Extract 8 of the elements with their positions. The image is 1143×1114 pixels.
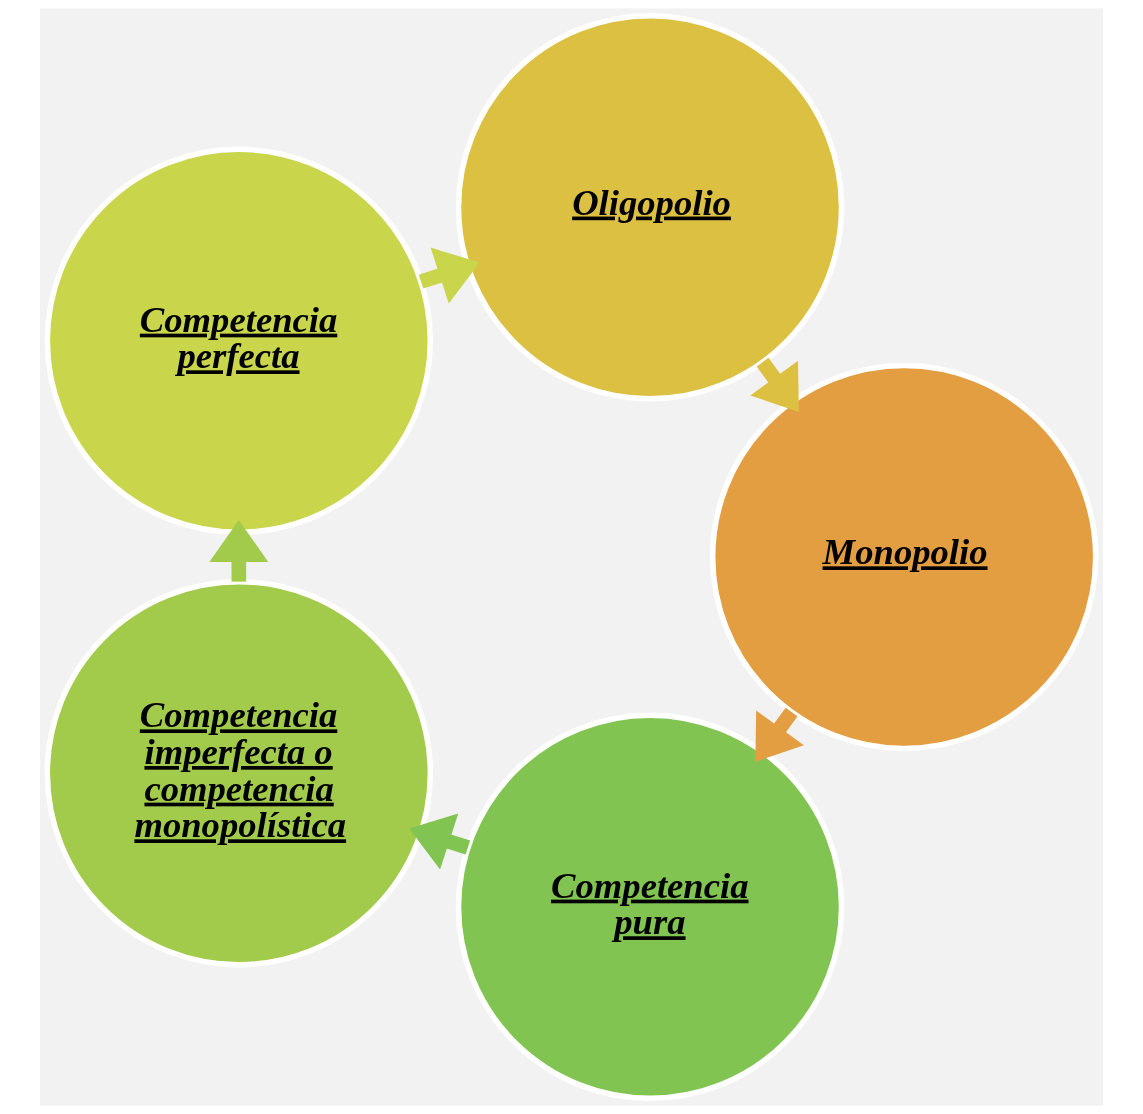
node-circle: Oligopolio [455,12,845,402]
arrow [409,813,471,870]
arrow [418,247,480,304]
arrow [750,357,799,413]
node-circle: Competencia perfecta [44,146,434,536]
arrow [209,519,269,582]
arrow [755,707,804,762]
node-circle: Competencia imperfecta o competencia monopolística [44,578,434,968]
